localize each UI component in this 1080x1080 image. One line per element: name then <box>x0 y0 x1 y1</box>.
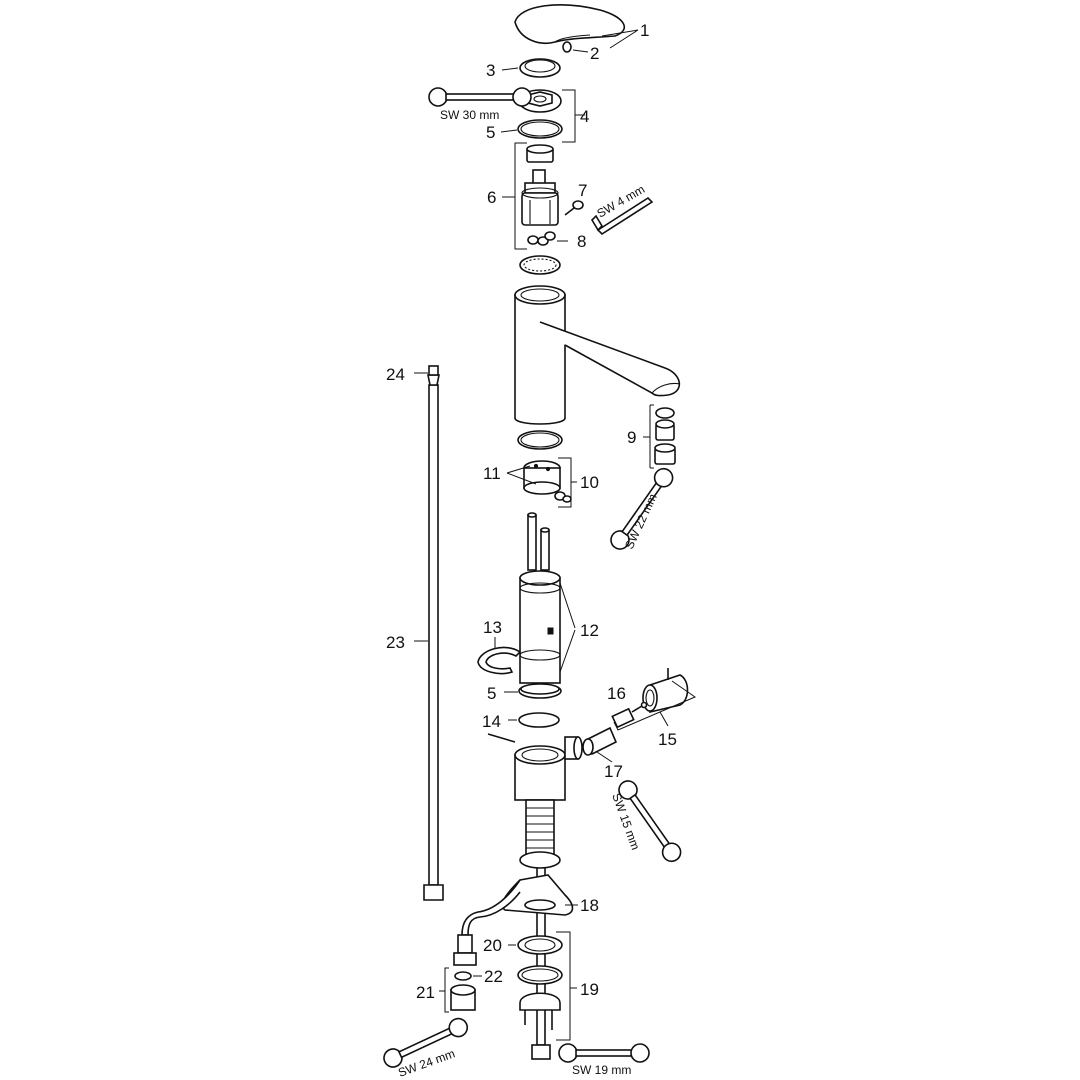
part-number-1: 1 <box>640 21 649 40</box>
washer-20 <box>517 935 563 955</box>
union-nut-21 <box>450 984 476 1011</box>
tool-label-sw22: SW 22 mm <box>622 492 660 552</box>
part-number-15: 15 <box>658 730 677 749</box>
wrench-icon <box>618 780 682 863</box>
aerator-group <box>643 404 676 469</box>
o-ring-lower-body <box>517 430 563 450</box>
hose-fitting <box>453 934 477 966</box>
mounting-shaft <box>519 570 561 684</box>
hex-key-icon <box>590 196 654 236</box>
horseshoe-plate <box>519 992 561 1030</box>
ring-3 <box>519 58 561 78</box>
spout <box>539 321 681 397</box>
part-number-13: 13 <box>483 618 502 637</box>
part-number-16: 16 <box>607 684 626 703</box>
valve-insert-17 <box>582 707 635 756</box>
lever-handle <box>514 4 626 44</box>
screw-16 <box>631 701 648 713</box>
part-number-23: 23 <box>386 633 405 652</box>
o-ring-14 <box>518 712 560 728</box>
wrench-icon <box>428 87 532 107</box>
mounting-bracket-18 <box>461 851 574 936</box>
clip-13 <box>477 646 522 675</box>
threaded-shank <box>525 799 555 856</box>
part-number-22: 22 <box>484 967 503 986</box>
tool-label-sw30: SW 30 mm <box>440 108 499 122</box>
part-number-6: 6 <box>487 188 496 207</box>
part-number-4: 4 <box>580 107 589 126</box>
part-number-20: 20 <box>483 936 502 955</box>
wrench-icon <box>610 467 674 550</box>
seals-8 <box>527 231 556 246</box>
part-number-8: 8 <box>577 232 586 251</box>
part-number-9: 9 <box>627 428 636 447</box>
part-number-11: 11 <box>483 464 501 483</box>
part-number-19: 19 <box>580 980 599 999</box>
part-number-21: 21 <box>416 983 435 1002</box>
valve-cap-15 <box>642 668 689 714</box>
part-number-2: 2 <box>590 44 599 63</box>
seal-22 <box>454 971 472 981</box>
part-number-17: 17 <box>604 762 623 781</box>
o-ring-5-lower <box>518 683 562 699</box>
washer-19 <box>517 965 563 985</box>
part-number-24: 24 <box>386 365 405 384</box>
part-number-10: 10 <box>580 473 599 492</box>
part-number-5: 5 <box>486 123 495 142</box>
diverter-insert <box>523 460 572 503</box>
part-number-12: 12 <box>580 621 599 640</box>
faucet-body <box>514 285 566 425</box>
serrated-ring <box>519 255 561 275</box>
wrench-icon <box>558 1043 650 1063</box>
part-number-5: 5 <box>487 684 496 703</box>
base-body <box>514 736 583 801</box>
screw-7 <box>564 200 584 216</box>
nut-bottom <box>531 1044 551 1060</box>
hose-tubes <box>527 512 550 571</box>
o-ring-5-top <box>517 119 563 139</box>
cartridge-sleeve <box>526 144 554 163</box>
part-number-18: 18 <box>580 896 599 915</box>
tool-label-sw19: SW 19 mm <box>572 1063 631 1077</box>
pin-14 <box>487 733 516 743</box>
part-number-3: 3 <box>486 61 495 80</box>
cartridge <box>521 169 559 226</box>
hose-23 <box>423 365 444 901</box>
part-number-14: 14 <box>482 712 501 731</box>
part-number-7: 7 <box>578 181 587 200</box>
screw-cap <box>562 41 572 53</box>
wrench-icon <box>383 1017 469 1068</box>
